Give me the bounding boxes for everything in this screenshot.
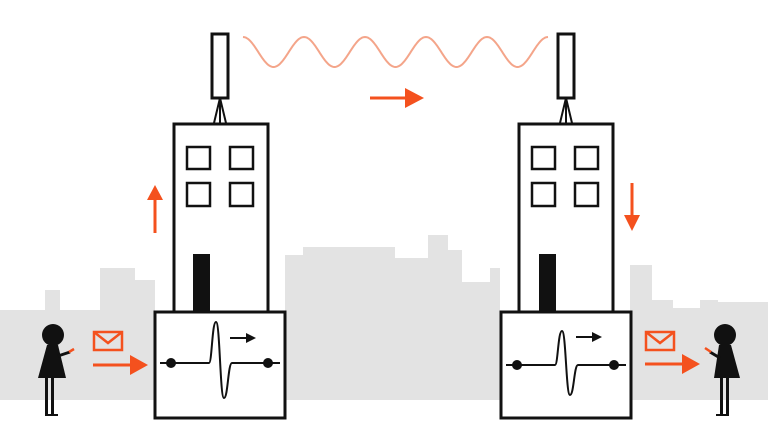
radio-wave xyxy=(242,35,549,68)
wave-direction-arrow xyxy=(370,88,424,108)
send-arrow xyxy=(93,355,148,375)
antenna-icon xyxy=(210,32,230,100)
pulse-signal xyxy=(160,320,280,400)
envelope-icon xyxy=(92,330,124,352)
pulse-signal xyxy=(506,329,626,397)
door xyxy=(539,254,556,312)
antenna-icon xyxy=(556,32,576,100)
sender-person-icon xyxy=(38,324,75,416)
receiver-person-icon xyxy=(704,324,740,416)
city-skyline xyxy=(0,235,768,400)
receiver-station xyxy=(499,32,633,420)
door xyxy=(193,254,210,312)
deliver-arrow xyxy=(645,354,700,374)
down-arrow xyxy=(624,183,640,231)
up-arrow xyxy=(147,185,163,233)
transmitter-station xyxy=(153,32,287,420)
envelope-icon xyxy=(644,330,676,352)
